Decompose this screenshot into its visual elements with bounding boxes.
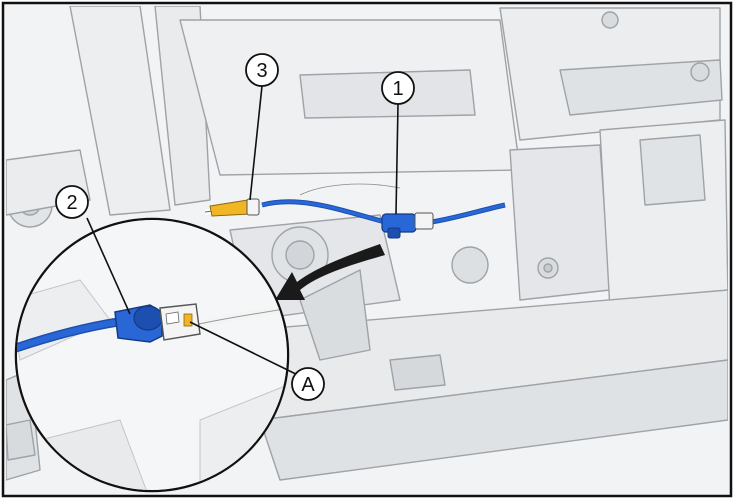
- harness-main: [204, 182, 506, 239]
- callout-a-label: A: [301, 374, 315, 396]
- callout-1: 1: [381, 71, 415, 105]
- zoom-arrow: [275, 244, 385, 300]
- magnified-detail: [14, 217, 290, 493]
- leader-lines: [86, 85, 399, 381]
- callout-3: 3: [245, 53, 279, 87]
- callout-2-label: 2: [66, 192, 77, 214]
- callout-2: 2: [55, 185, 89, 219]
- callout-1-label: 1: [392, 78, 403, 100]
- callout-a: A: [291, 367, 325, 401]
- callout-3-label: 3: [256, 60, 267, 82]
